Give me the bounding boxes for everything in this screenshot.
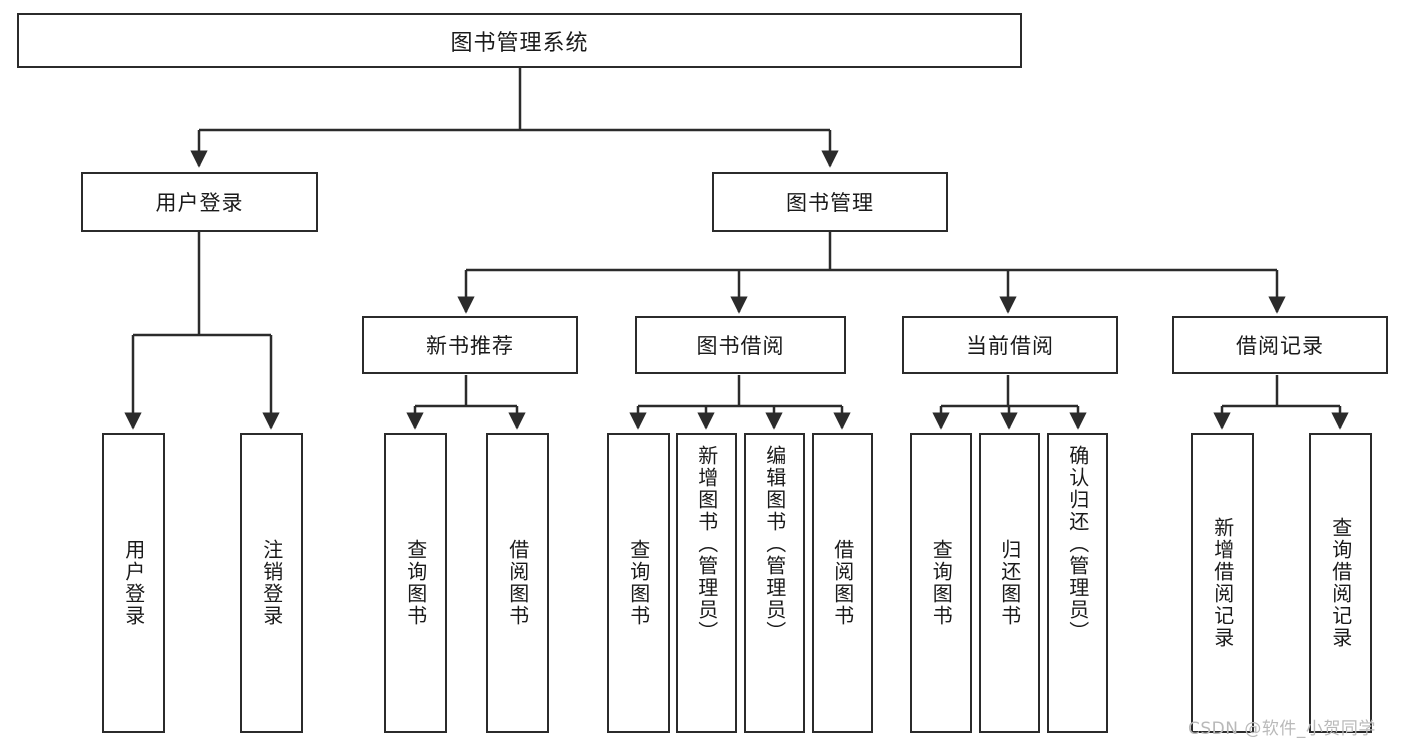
node-book-borrow[interactable]: 图书借阅 <box>635 316 846 374</box>
leaf-borrow-book-recommend[interactable]: 借阅图书 <box>486 433 549 733</box>
node-root-system[interactable]: 图书管理系统 <box>17 13 1022 68</box>
node-current-borrow[interactable]: 当前借阅 <box>902 316 1118 374</box>
node-new-book-recommend[interactable]: 新书推荐 <box>362 316 578 374</box>
leaf-logout[interactable]: 注销登录 <box>240 433 303 733</box>
node-book-management[interactable]: 图书管理 <box>712 172 948 232</box>
node-user-login[interactable]: 用户登录 <box>81 172 318 232</box>
node-borrow-record[interactable]: 借阅记录 <box>1172 316 1388 374</box>
leaf-borrow-book[interactable]: 借阅图书 <box>812 433 873 733</box>
leaf-query-book-recommend[interactable]: 查询图书 <box>384 433 447 733</box>
leaf-add-borrow-record[interactable]: 新增借阅记录 <box>1191 433 1254 733</box>
leaf-user-login[interactable]: 用户登录 <box>102 433 165 733</box>
leaf-return-book[interactable]: 归还图书 <box>979 433 1040 733</box>
csdn-watermark: CSDN @软件_小贺同学 <box>1188 719 1376 739</box>
leaf-query-book-borrow[interactable]: 查询图书 <box>607 433 670 733</box>
leaf-query-book-current[interactable]: 查询图书 <box>910 433 972 733</box>
leaf-query-borrow-record[interactable]: 查询借阅记录 <box>1309 433 1372 733</box>
leaf-confirm-return-admin[interactable]: 确认归还（管理员） <box>1047 433 1108 733</box>
leaf-add-book-admin[interactable]: 新增图书（管理员） <box>676 433 737 733</box>
leaf-edit-book-admin[interactable]: 编辑图书（管理员） <box>744 433 805 733</box>
